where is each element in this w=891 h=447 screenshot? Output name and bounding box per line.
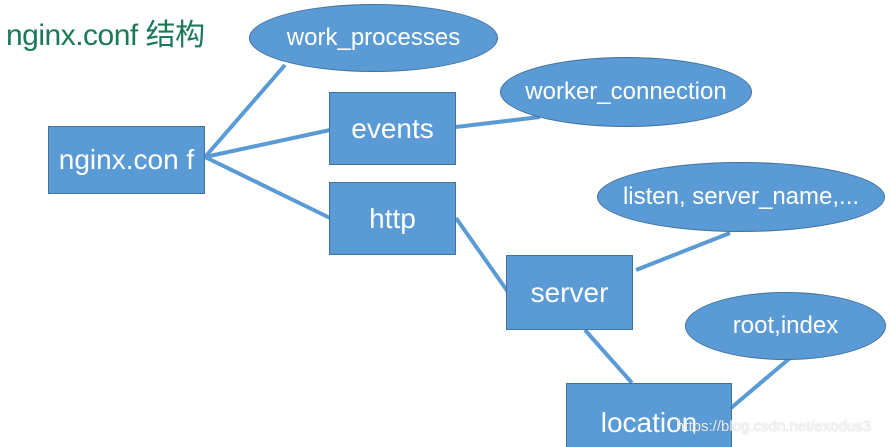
node-nginx-conf: nginx.con f: [48, 126, 205, 194]
node-server-label: server: [530, 276, 609, 308]
attr-worker-connection: worker_connection: [500, 57, 752, 127]
node-events: events: [329, 92, 456, 165]
node-location-label: location: [600, 407, 698, 438]
connector-location-root-index: [729, 356, 792, 410]
node-location: location: [566, 383, 732, 447]
connector-root-work-processes: [203, 63, 287, 159]
attr-work-processes-label: work_processes: [286, 24, 461, 51]
attr-root-index-label: root,index: [732, 312, 839, 339]
attr-root-index: root,index: [685, 292, 886, 360]
node-events-label: events: [351, 112, 434, 144]
connector-root-http: [204, 155, 331, 220]
node-server: server: [506, 255, 633, 330]
attr-work-processes: work_processes: [249, 4, 498, 72]
diagram-title: nginx.conf 结构: [6, 19, 205, 52]
node-nginx-conf-label: nginx.con f: [58, 144, 195, 175]
attr-worker-connection-label: worker_connection: [525, 78, 727, 105]
connector-server-location: [583, 328, 634, 385]
connector-events-worker-connection: [455, 115, 541, 129]
connector-http-server: [454, 216, 510, 294]
attr-listen-server-name-label: listen, server_name,...: [622, 183, 860, 210]
node-http-label: http: [369, 202, 416, 234]
connector-root-events: [204, 128, 331, 159]
node-http: http: [329, 182, 456, 255]
connector-server-listen: [635, 231, 731, 272]
watermark-text: https://blog.csdn.net/exodus3: [676, 418, 872, 435]
attr-listen-server-name: listen, server_name,...: [597, 162, 885, 232]
